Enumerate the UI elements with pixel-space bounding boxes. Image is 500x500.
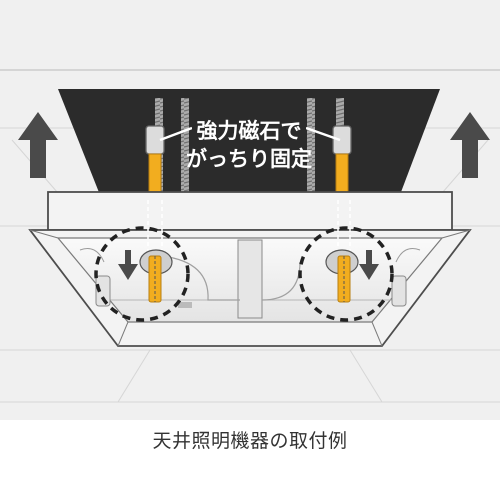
magnet-rod-left <box>145 125 165 201</box>
callout-line-2: がっちり固定 <box>186 147 312 171</box>
down-arrow-right-icon <box>359 250 379 280</box>
callout-line-1: 強力磁石で <box>197 119 302 143</box>
up-arrow-right-icon <box>450 112 490 178</box>
down-arrow-left-icon <box>118 250 138 280</box>
caption: 天井照明機器の取付例 <box>152 430 348 452</box>
magnet-left <box>139 249 173 303</box>
highlight-circle-right <box>298 226 394 322</box>
magnet-rod-right <box>332 125 352 201</box>
magnet-right <box>325 249 359 303</box>
callout: 強力磁石で がっちり固定 <box>159 114 341 176</box>
highlight-circle-left <box>94 226 190 322</box>
up-arrow-left-icon <box>18 112 58 178</box>
guide-lines <box>147 200 351 250</box>
